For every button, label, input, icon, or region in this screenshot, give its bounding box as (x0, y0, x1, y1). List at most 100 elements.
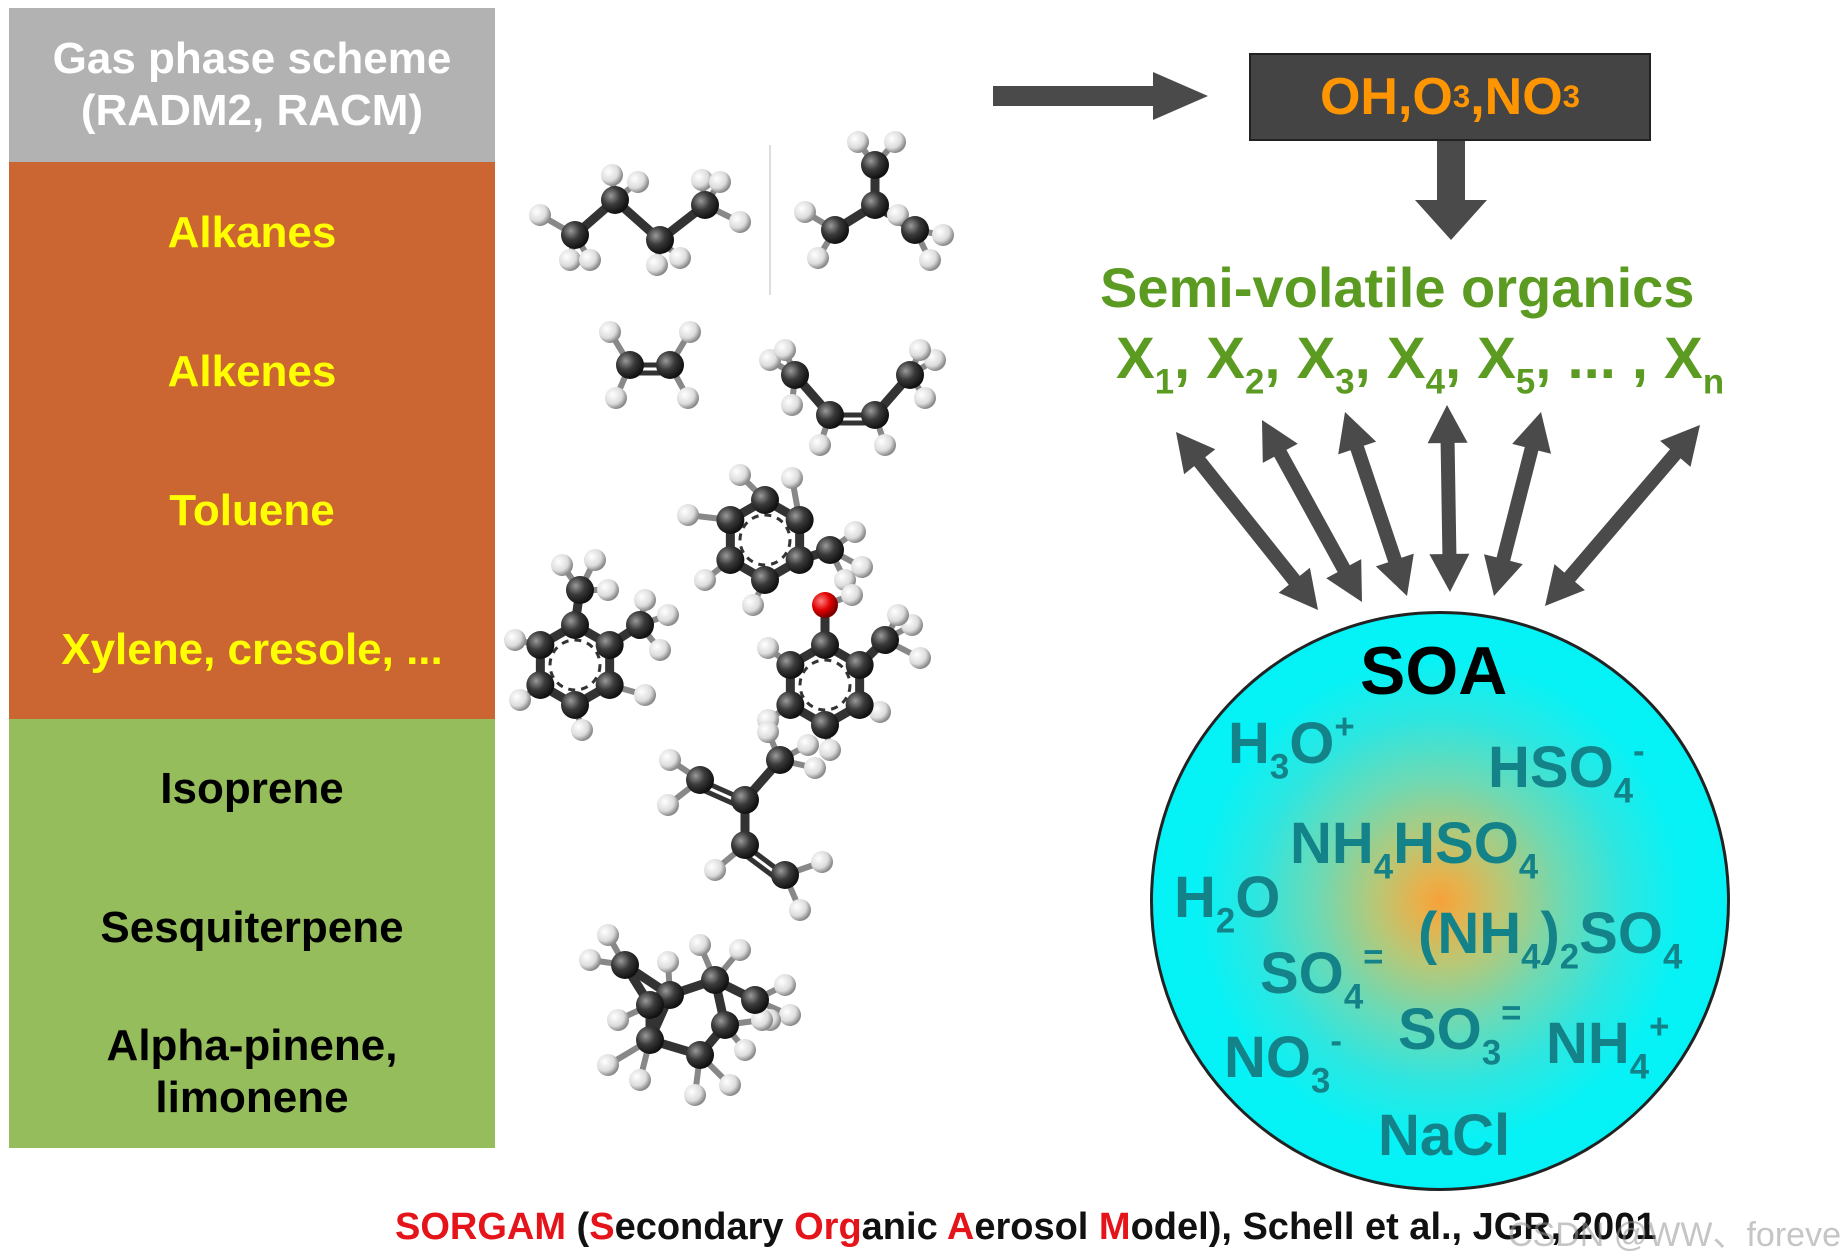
xylene-molecule (504, 549, 679, 741)
t: O (1289, 711, 1335, 776)
molecule-atoms (504, 131, 954, 1106)
isoprene-molecule (657, 721, 833, 921)
sep: , (1174, 326, 1191, 391)
t: anic (861, 1206, 947, 1248)
t: SORGAM (395, 1206, 566, 1248)
svo-species-list: X1, X2, X3, X4, X5, ... , Xn (1116, 325, 1724, 400)
ion-hso4: HSO4- (1488, 731, 1645, 809)
t: - (1633, 731, 1645, 771)
t: A (946, 1206, 975, 1248)
t: = (1501, 993, 1522, 1033)
t: 3 (1481, 1033, 1502, 1073)
xn-letter: X (1664, 326, 1703, 391)
ion-nh42so4: (NH4)2SO4 (1418, 900, 1682, 975)
bidirectional-arrow-3 (1338, 412, 1414, 596)
t: odel), Schell et al., JGR, 2001 (1130, 1206, 1657, 1248)
t: econdary (614, 1206, 795, 1248)
t: 2 (1559, 937, 1580, 977)
partitioning-arrows (1176, 405, 1700, 610)
bidirectional-arrow-4 (1427, 405, 1470, 592)
limonene-label: limonene (155, 1073, 349, 1122)
voc-orange-block (9, 162, 495, 719)
t: 4 (1629, 1047, 1650, 1087)
t: H (1174, 865, 1216, 930)
t: erosol (974, 1206, 1099, 1248)
t: H (1228, 711, 1270, 776)
t: S (589, 1206, 615, 1248)
oxidant-no: ,NO (1470, 68, 1563, 126)
t: Org (794, 1206, 862, 1248)
citation: SORGAM (Secondary Organic Aerosol Model)… (395, 1206, 1656, 1249)
x5-sub: 5 (1515, 362, 1536, 402)
sep: , (1264, 326, 1281, 391)
t: ) (1540, 901, 1560, 966)
xn-sub: n (1702, 362, 1725, 402)
t: = (1363, 937, 1384, 977)
t: 4 (1613, 771, 1634, 811)
sep: , (1444, 326, 1462, 391)
t: 4 (1373, 847, 1394, 887)
t: M (1098, 1206, 1131, 1248)
down-arrow (1415, 140, 1487, 240)
row-isoprene: Isoprene (160, 764, 344, 813)
ion-h2o: H2O (1174, 864, 1280, 939)
t: 4 (1521, 937, 1541, 977)
right-arrow (993, 72, 1208, 120)
x1-letter: X (1116, 326, 1155, 391)
soa-title: SOA (1360, 633, 1508, 709)
ion-h3o: H3O+ (1228, 707, 1355, 785)
scheme-header: Gas phase scheme (RADM2, RACM) (9, 8, 495, 162)
t: - (1330, 1021, 1342, 1061)
ion-nh4: NH4+ (1546, 1007, 1670, 1085)
x3-sub: 3 (1335, 362, 1355, 402)
butene-molecule (759, 339, 946, 456)
t: 3 (1311, 1061, 1331, 1101)
ion-nh4hso4: NH4HSO4 (1290, 810, 1538, 885)
bidirectional-arrow-1 (1176, 432, 1318, 610)
x4-letter: X (1386, 326, 1426, 391)
t: ( (566, 1206, 590, 1248)
row-toluene: Toluene (169, 486, 335, 535)
ion-so3: SO3= (1398, 993, 1522, 1071)
t: HSO (1488, 735, 1614, 800)
ion-no3: NO3- (1224, 1021, 1342, 1099)
t: SO (1398, 997, 1482, 1062)
watermark: CSDN @WW、forever (1508, 1216, 1842, 1254)
alpha-pinene-label: Alpha-pinene, (106, 1021, 398, 1070)
t: NH (1546, 1011, 1630, 1076)
n-butane-molecule (529, 164, 751, 276)
ellipsis: , ... , (1535, 326, 1649, 391)
oxidant-oh-o: OH,O (1319, 68, 1453, 126)
svo-title: Semi-volatile organics (1100, 256, 1695, 319)
x5-letter: X (1477, 326, 1516, 391)
biogenic-green-block (9, 719, 495, 1148)
sep: , (1354, 326, 1371, 391)
t: 3 (1269, 747, 1290, 787)
ion-so4: SO4= (1260, 937, 1384, 1015)
x1-sub: 1 (1154, 362, 1175, 402)
scheme-header-line1: Gas phase scheme (52, 34, 452, 83)
bidirectional-arrow-6 (1545, 425, 1700, 606)
soa-particle (1150, 611, 1730, 1191)
x4-sub: 4 (1425, 362, 1445, 402)
row-xylene-cresole: Xylene, cresole, ... (61, 625, 443, 674)
bidirectional-arrow-2 (1262, 420, 1362, 602)
t: SO (1260, 941, 1344, 1006)
t: NO (1224, 1025, 1311, 1090)
x3-letter: X (1296, 326, 1336, 391)
t: + (1649, 1007, 1670, 1047)
ion-nacl: NaCl (1378, 1103, 1511, 1168)
x2-letter: X (1206, 326, 1245, 391)
t: + (1334, 707, 1355, 747)
row-alkenes: Alkenes (167, 347, 337, 396)
alpha-pinene-molecule (579, 924, 801, 1106)
x2-sub: 2 (1244, 362, 1265, 402)
molecule-illustrations (504, 131, 954, 1106)
row-alkanes: Alkanes (167, 208, 337, 257)
t: HSO (1393, 811, 1519, 876)
t: 4 (1518, 847, 1539, 887)
t: 4 (1662, 937, 1683, 977)
row-sesquiterpene: Sesquiterpene (100, 903, 404, 952)
